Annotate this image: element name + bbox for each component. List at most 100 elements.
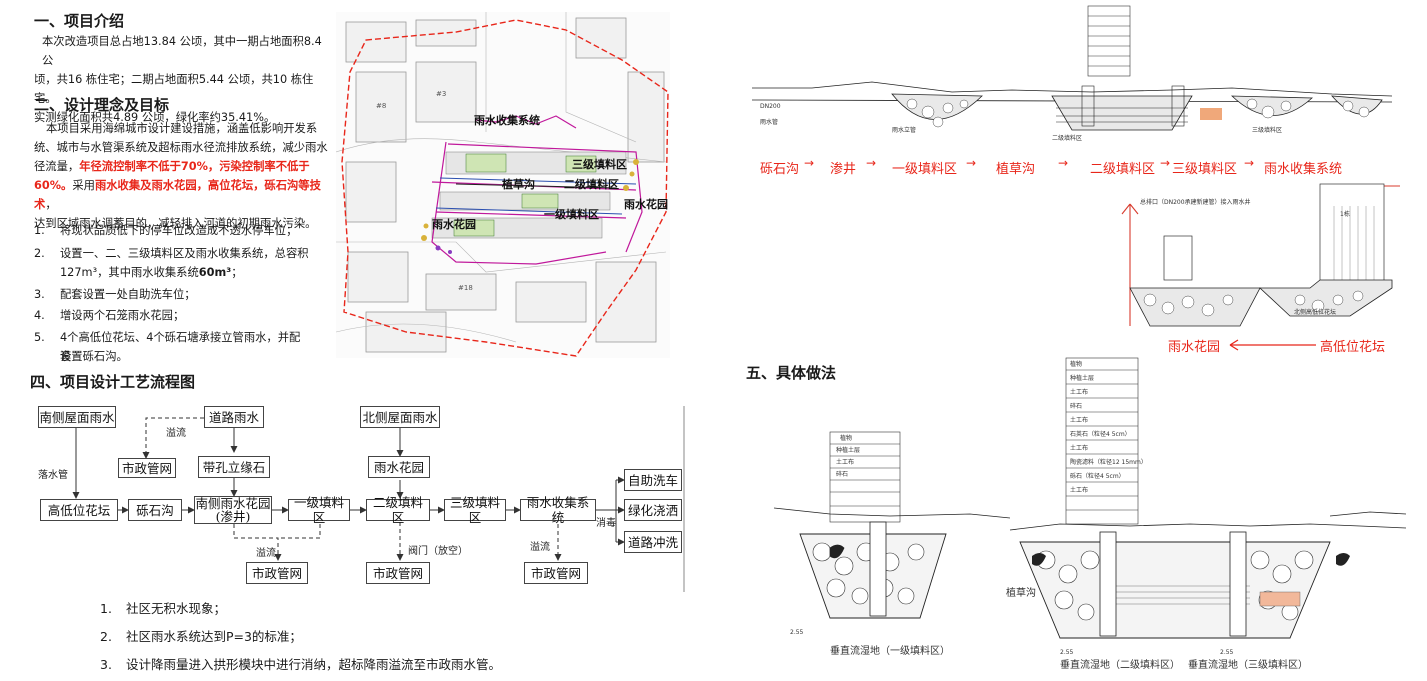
- svg-text:土工布: 土工布: [1070, 416, 1088, 424]
- flow-box-irrigate: 绿化浇洒: [624, 499, 682, 521]
- map-building-label: #3: [436, 90, 446, 98]
- label-downpipe: 落水管: [38, 470, 68, 481]
- svg-text:2.55: 2.55: [790, 629, 804, 636]
- flow-box-municipal-3: 市政管网: [524, 562, 588, 584]
- list-item: 4.增设两个石笼雨水花园；: [34, 309, 185, 322]
- wetland-caption: 垂直流湿地（一级填料区）: [830, 644, 950, 657]
- svg-text:2.55: 2.55: [1060, 649, 1074, 656]
- intro-line: 本次改造项目总占地13.84 公顷，其中一期占地面积8.4 公: [42, 35, 322, 67]
- flow-arrow: →: [1244, 156, 1255, 170]
- intro-paragraph: 本次改造项目总占地13.84 公顷，其中一期占地面积8.4 公 顷，共16 栋住…: [34, 32, 334, 127]
- map-label: 二级填料区: [564, 177, 619, 191]
- svg-text:种植土层: 种植土层: [836, 446, 860, 454]
- svg-text:土工布: 土工布: [836, 458, 854, 466]
- svg-text:植物: 植物: [1070, 360, 1082, 368]
- map-label: 雨水花园: [432, 217, 476, 231]
- flow-box-fill3: 三级填料区: [444, 495, 506, 525]
- process-flowchart: 南侧屋面雨水 道路雨水 北侧屋面雨水 市政管网 带孔立缘石 雨水花园 高低位花坛…: [30, 398, 686, 592]
- flow-arrow: →: [804, 156, 815, 170]
- svg-text:土工布: 土工布: [1070, 486, 1088, 494]
- svg-text:石英石（粒径4 5cm）: 石英石（粒径4 5cm）: [1070, 430, 1131, 438]
- flow-label: 植草沟: [996, 162, 1036, 177]
- svg-text:种植土层: 种植土层: [1070, 374, 1094, 382]
- list-item: 3.配套设置一处自助洗车位；: [34, 288, 196, 301]
- flow-label: 一级填料区: [892, 162, 958, 177]
- flow-box-road: 道路雨水: [204, 406, 264, 428]
- label-overflow: 溢流: [256, 548, 276, 559]
- design-line: 本项目采用海绵城市设计建设措施，涵盖低影响开发系: [46, 122, 318, 135]
- svg-text:碎石: 碎石: [836, 470, 848, 478]
- list-item: 2.设置一、二、三级填料区及雨水收集系统，总容积 127m³，其中雨水收集系统6…: [34, 247, 309, 279]
- flow-label: 二级填料区: [1090, 162, 1156, 177]
- section-label-rain-garden: 雨水花园: [1168, 340, 1221, 355]
- wetland-caption: 垂直流湿地（二级填料区）: [1060, 658, 1180, 671]
- flow-box-municipal-top: 市政管网: [118, 458, 176, 478]
- design-line: 60%。采用雨水收集及雨水花园，高位花坛，砾石沟等技术，: [34, 179, 321, 211]
- flow-arrow: →: [966, 156, 977, 170]
- flow-box-municipal-2: 市政管网: [366, 562, 430, 584]
- list-item: 5.4个高低位花坛、4个砾石塘承接立管雨水，并配套 设置砾石沟。: [34, 331, 301, 363]
- flow-arrow: →: [1160, 156, 1171, 170]
- map-label: 雨水花园: [624, 197, 668, 211]
- flow-box-fill1: 一级填料区: [288, 495, 350, 525]
- svg-text:雨水管: 雨水管: [760, 118, 778, 126]
- flow-label: 三级填料区: [1172, 162, 1238, 177]
- map-label: 植草沟: [501, 177, 535, 191]
- flow-box-road-wash: 道路冲洗: [624, 531, 682, 553]
- wetland-caption: 垂直流湿地（三级填料区）: [1188, 658, 1308, 671]
- map-label: 一级填料区: [544, 207, 599, 221]
- label-overflow: 溢流: [530, 542, 550, 553]
- rain-garden-section: 总排口（DN200承建新建管）接入雨水井 1栋 北侧高低位花坛: [1110, 176, 1402, 336]
- map-building-label: #8: [376, 102, 386, 110]
- list-item: 1.将现状品质低下的停车位改造成不透水停车位；: [34, 224, 298, 237]
- svg-text:三级填料区: 三级填料区: [1252, 126, 1282, 134]
- cross-section-drawing-top: DN200 雨水管 雨水立管 二级填料区 三级填料区: [751, 4, 1402, 154]
- section-title-method: 五、具体做法: [746, 364, 837, 382]
- flow-arrow: →: [866, 156, 877, 170]
- wetland-sections: 植物种植土层 土工布碎石 植物种植土层 土工布碎石 土工布石英石（粒径4 5cm…: [770, 356, 1410, 674]
- flow-box-south-garden-sub: (渗井): [215, 509, 251, 524]
- wetland-ditch-label: 植草沟: [1006, 586, 1036, 599]
- section-title-flowchart: 四、项目设计工艺流程图: [30, 373, 196, 391]
- flow-box-wash: 自助洗车: [624, 469, 682, 491]
- svg-text:陶瓷滤料（粒径12 15mm）: 陶瓷滤料（粒径12 15mm）: [1070, 458, 1147, 466]
- svg-text:碎石: 碎石: [1070, 402, 1082, 410]
- flow-box-collect: 雨水收集系统: [520, 495, 596, 525]
- arrow-planter-to-garden: [1229, 339, 1316, 351]
- svg-text:DN200: DN200: [760, 103, 781, 110]
- design-line: 统、城市与水管渠系统及超标雨水径流排放系统，减少雨水: [34, 141, 328, 154]
- svg-text:土工布: 土工布: [1070, 444, 1088, 452]
- svg-text:二级填料区: 二级填料区: [1052, 134, 1082, 142]
- section-title-design: 二、设计理念及目标: [34, 96, 170, 114]
- label-disinfect: 消毒: [596, 518, 616, 529]
- flowchart-connectors: [72, 406, 685, 592]
- map-building-label: #18: [458, 284, 473, 292]
- svg-text:砾石（粒径4 5cm）: 砾石（粒径4 5cm）: [1070, 472, 1125, 480]
- intro-line: 实测绿化面积共4.89 公顷，绿化率约35.41%。: [34, 111, 276, 124]
- flow-box-south-garden: 南侧雨水花园 (渗井): [194, 496, 272, 524]
- flow-label: 砾石沟: [760, 162, 800, 177]
- svg-text:1栋: 1栋: [1340, 210, 1350, 218]
- svg-text:2.55: 2.55: [1220, 649, 1234, 656]
- flow-box-south-roof: 南侧屋面雨水: [38, 406, 116, 428]
- outcome-item: 2.社区雨水系统达到P=3的标准；: [100, 629, 302, 644]
- flow-box-south-garden-label: 南侧雨水花园: [195, 496, 271, 511]
- design-line: 径流量，年径流控制率不低于70%，污染控制率不低于: [34, 160, 310, 173]
- site-plan-drawing: 雨水收集系统 三级填料区 植草沟 二级填料区 雨水花园 一级填料区 雨水花园 #…: [335, 12, 670, 358]
- map-label: 三级填料区: [572, 157, 627, 171]
- intro-line: 顷，共16 栋住宅；二期占地面积5.44 公顷，共10 栋住宅。: [34, 73, 314, 105]
- cross-section-top-svg: DN200 雨水管 雨水立管 二级填料区 三级填料区: [751, 5, 1393, 142]
- section-title-intro: 一、项目介绍: [34, 12, 125, 30]
- svg-text:雨水立管: 雨水立管: [892, 126, 916, 134]
- svg-text:北侧高低位花坛: 北侧高低位花坛: [1294, 308, 1336, 316]
- map-label: 雨水收集系统: [474, 113, 540, 127]
- label-overflow: 溢流: [166, 428, 186, 439]
- label-valve: 阀门（放空）: [408, 546, 468, 557]
- flow-box-fill2: 二级填料区: [366, 495, 430, 525]
- flow-box-north-roof: 北侧屋面雨水: [360, 406, 440, 428]
- flow-box-rain-garden: 雨水花园: [368, 456, 430, 478]
- section-label-planter: 高低位花坛: [1320, 340, 1386, 355]
- site-plan-map: 雨水收集系统 三级填料区 植草沟 二级填料区 雨水花园 一级填料区 雨水花园 #…: [335, 12, 670, 358]
- design-line: 达到区域雨水调蓄目的，减轻排入河道的初期雨水污染。: [34, 217, 317, 230]
